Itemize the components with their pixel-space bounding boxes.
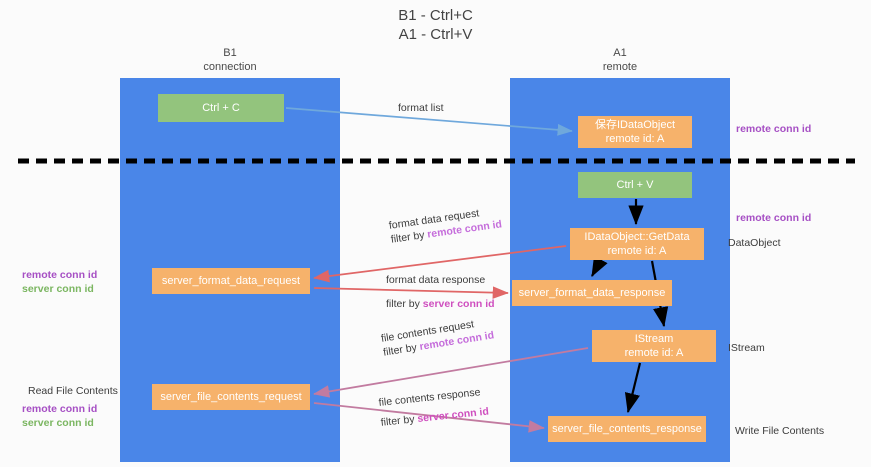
annotation-server-conn-id: server conn id bbox=[22, 417, 94, 429]
arrow-istream-filecontentsresponse bbox=[624, 362, 642, 414]
filter-prefix: filter by bbox=[386, 298, 423, 310]
column-header-a1: A1 remote bbox=[510, 46, 730, 74]
node-server-file-contents-request-label: server_file_contents_request bbox=[160, 391, 302, 403]
node-server-format-data-response[interactable]: server_format_data_response bbox=[512, 280, 672, 306]
edge-label-format-list-text: format list bbox=[398, 102, 444, 114]
node-server-format-data-response-label: server_format_data_response bbox=[518, 287, 666, 299]
edge-label-format-data-response-line1: format data response bbox=[386, 274, 486, 286]
annotation-text: remote conn id bbox=[736, 123, 812, 135]
node-server-file-contents-request[interactable]: server_file_contents_request bbox=[152, 384, 310, 410]
annotation-server-conn-id: server conn id bbox=[22, 283, 94, 295]
annotation-left-conn-ids-bottom: remote conn id server conn id bbox=[22, 402, 97, 430]
annotation-remote-conn-id: remote conn id bbox=[22, 269, 98, 281]
edge-label-format-data-response: format data response filter by server co… bbox=[386, 273, 495, 311]
arrow-getdata-formatresponse bbox=[591, 255, 608, 277]
filter-key-server-conn-id: server conn id bbox=[422, 298, 495, 310]
annotation-right-write-file-contents: Write File Contents bbox=[735, 424, 824, 438]
annotation-remote-conn-id: remote conn id bbox=[22, 403, 98, 415]
node-server-format-data-request[interactable]: server_format_data_request bbox=[152, 268, 310, 294]
annotation-right-dataobject: DataObject bbox=[728, 236, 781, 250]
node-server-file-contents-response-label: server_file_contents_response bbox=[552, 423, 702, 435]
annotation-right-remote-conn-id-top: remote conn id bbox=[736, 122, 811, 136]
annotation-text: IStream bbox=[728, 342, 765, 354]
annotation-right-istream: IStream bbox=[728, 341, 765, 355]
column-header-b1: B1 connection bbox=[120, 46, 340, 74]
column-header-a1-role: remote bbox=[602, 61, 638, 73]
annotation-text: DataObject bbox=[728, 237, 781, 249]
page-title-line2: A1 - Ctrl+V bbox=[398, 26, 473, 43]
arrow-file-contents-request bbox=[313, 347, 589, 398]
node-istream-sub: remote id: A bbox=[624, 347, 684, 359]
node-istream[interactable]: IStream remote id: A bbox=[592, 330, 716, 362]
annotation-left-conn-ids-top: remote conn id server conn id bbox=[22, 268, 97, 296]
annotation-text: remote conn id bbox=[736, 212, 812, 224]
node-server-file-contents-response[interactable]: server_file_contents_response bbox=[548, 416, 706, 442]
node-idataobject-getdata-label: IDataObject::GetData bbox=[584, 231, 690, 243]
arrow-format-list bbox=[285, 107, 573, 136]
node-server-format-data-request-label: server_format_data_request bbox=[161, 275, 301, 287]
column-header-a1-name: A1 bbox=[613, 47, 627, 59]
node-ctrl-v[interactable]: Ctrl + V bbox=[578, 172, 692, 198]
node-idataobject-label: 保存IDataObject bbox=[594, 119, 676, 131]
annotation-text: Write File Contents bbox=[735, 425, 825, 437]
column-header-b1-name: B1 bbox=[223, 47, 237, 59]
edge-label-format-list: format list bbox=[398, 101, 444, 115]
node-ctrl-c-label: Ctrl + C bbox=[202, 102, 240, 114]
annotation-text: Read File Contents bbox=[28, 385, 118, 397]
page-title-line1: B1 - Ctrl+C bbox=[398, 7, 473, 24]
column-header-b1-role: connection bbox=[203, 61, 257, 73]
node-idataobject-getdata[interactable]: IDataObject::GetData remote id: A bbox=[570, 228, 704, 260]
node-idataobject[interactable]: 保存IDataObject remote id: A bbox=[578, 116, 692, 148]
node-idataobject-getdata-sub: remote id: A bbox=[607, 245, 667, 257]
node-ctrl-v-label: Ctrl + V bbox=[616, 179, 654, 191]
edge-label-format-data-response-filter: filter by server conn id bbox=[386, 297, 495, 311]
annotation-left-read-file-contents: Read File Contents bbox=[28, 384, 118, 398]
annotation-right-remote-conn-id-mid: remote conn id bbox=[736, 211, 811, 225]
node-ctrl-c[interactable]: Ctrl + C bbox=[158, 94, 284, 122]
filter-prefix: filter by bbox=[380, 413, 419, 429]
node-istream-label: IStream bbox=[634, 333, 674, 345]
node-idataobject-sub: remote id: A bbox=[605, 133, 665, 145]
page-title: B1 - Ctrl+C A1 - Ctrl+V bbox=[0, 6, 871, 44]
arrow-format-data-response bbox=[313, 286, 509, 299]
arrow-format-data-request bbox=[313, 245, 567, 283]
arrow-file-contents-response bbox=[313, 402, 545, 433]
